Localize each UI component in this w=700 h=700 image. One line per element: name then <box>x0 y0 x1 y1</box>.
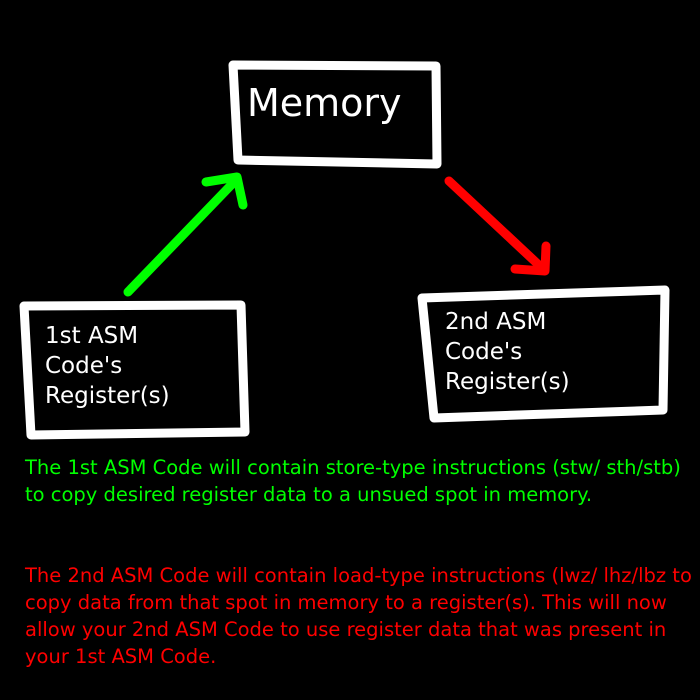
store-arrow <box>123 172 248 297</box>
second-asm-box <box>417 285 670 423</box>
memory-box <box>228 60 442 169</box>
memory-box-label: Memory <box>247 81 402 125</box>
first-asm-box <box>19 300 250 440</box>
load-arrow <box>444 176 551 276</box>
load-instructions-note: The 2nd ASM Code will contain load-type … <box>25 564 692 668</box>
store-arrow-head <box>201 172 248 210</box>
second-asm-box-label: 2nd ASM Code's Register(s) <box>445 309 570 395</box>
first-asm-box-label: 1st ASM Code's Register(s) <box>45 323 170 409</box>
load-arrow-head <box>510 241 551 276</box>
store-arrow-shaft <box>123 175 241 297</box>
load-arrow-shaft <box>444 176 547 273</box>
store-instructions-note: The 1st ASM Code will contain store-type… <box>25 456 681 506</box>
